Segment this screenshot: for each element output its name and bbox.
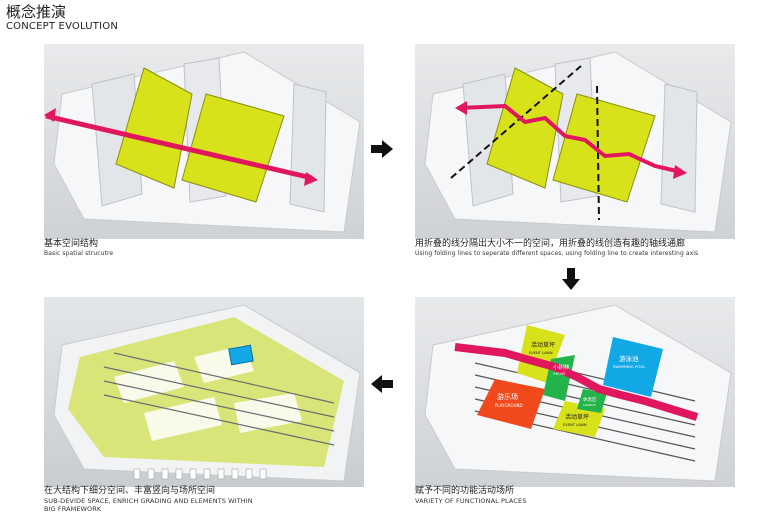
caption-en: Basic spatial strucutre (44, 250, 114, 257)
axis-line (45, 113, 313, 181)
building-right (289, 83, 327, 213)
arrow-left-icon (371, 375, 393, 393)
arrow-down-icon (562, 268, 580, 290)
label-event-lawn-2-en: EVENT LAWN (563, 423, 587, 427)
label-event-lawn-en: EVENT LAWN (529, 351, 553, 355)
caption-detailed-plan: 在大结构下细分空间、丰富竖向与场所空间 SUB-DEVIDE SPACE, EN… (44, 486, 253, 513)
zone-playground (477, 379, 545, 429)
folded-axis-line (458, 103, 682, 174)
caption-en-line2: BIG FRAMEWORK (44, 505, 102, 513)
green-plan-area (68, 317, 344, 467)
label-event-lawn: 活动草坪 (531, 341, 555, 349)
title-block: 概念推演 CONCEPT EVOLUTION (6, 4, 118, 33)
axis-arrow-right (673, 165, 687, 179)
page-title: 概念推演 (6, 3, 67, 21)
zone-lounge (577, 389, 607, 413)
zone-event-lawn (517, 325, 565, 383)
zone-swimming-pool (603, 337, 663, 397)
page-subtitle: CONCEPT EVOLUTION (6, 21, 119, 32)
label-lounge-en: LOUNGE (583, 403, 596, 407)
caption-cn: 在大结构下细分空间、丰富竖向与场所空间 (44, 486, 216, 496)
panel-functional-places: 活动草坪 EVENT LAWN 小树林 GROVE 游乐场 PLAYGROUND… (415, 297, 735, 487)
label-lounge: 休息区 (583, 396, 597, 403)
diagram-functional-places: 活动草坪 EVENT LAWN 小树林 GROVE 游乐场 PLAYGROUND… (415, 297, 735, 487)
building-right (660, 83, 698, 213)
caption-cn: 赋予不同的功能活动场所 (415, 486, 515, 496)
diagram-detailed-plan (44, 297, 364, 487)
caption-cn: 用折叠的线分隔出大小不一的空间，用折叠的线创造有趣的轴线通廊 (415, 239, 686, 249)
caption-en-line1: SUB-DEVIDE SPACE, ENRICH GRADING AND ELE… (44, 497, 253, 505)
axis-arrow-left (455, 101, 467, 115)
caption-folding-lines: 用折叠的线分隔出大小不一的空间，用折叠的线创造有趣的轴线通廊 Using fol… (415, 239, 698, 258)
label-grove-en: GROVE (553, 372, 565, 376)
axis-arrow-left (44, 108, 56, 122)
label-swimming-pool: 游泳池 (619, 354, 639, 363)
arrow-right-icon (371, 140, 393, 158)
parking-strip (133, 468, 267, 480)
folded-axis-line (454, 343, 699, 421)
label-playground: 游乐场 (497, 392, 518, 401)
caption-functional-places: 赋予不同的功能活动场所 VARIETY OF FUNCTIONAL PLACES (415, 486, 526, 505)
caption-en: VARIETY OF FUNCTIONAL PLACES (415, 497, 527, 505)
pool-icon (228, 344, 254, 366)
caption-basic-structure: 基本空间结构 Basic spatial strucutre (44, 239, 113, 258)
fold-line-vertical (596, 85, 600, 221)
label-playground-en: PLAYGROUND (495, 403, 523, 408)
caption-en: Using folding lines to seperate differen… (415, 250, 699, 257)
diagram-basic-structure (44, 44, 364, 239)
label-swimming-pool-en: SWIMMING POOL (613, 364, 646, 369)
label-event-lawn-2: 活动草坪 (565, 413, 589, 421)
panel-basic-structure (44, 44, 364, 239)
panel-folding-lines (415, 44, 735, 239)
fold-line-diagonal (450, 65, 582, 179)
label-grove: 小树林 (553, 363, 570, 371)
panel-detailed-plan (44, 297, 364, 487)
building-left (91, 73, 143, 207)
caption-cn: 基本空间结构 (44, 239, 99, 249)
pergola-structures (103, 352, 335, 446)
axis-arrow-right (304, 172, 318, 186)
lime-block-right (552, 93, 656, 203)
diagram-folding-lines (415, 44, 735, 239)
